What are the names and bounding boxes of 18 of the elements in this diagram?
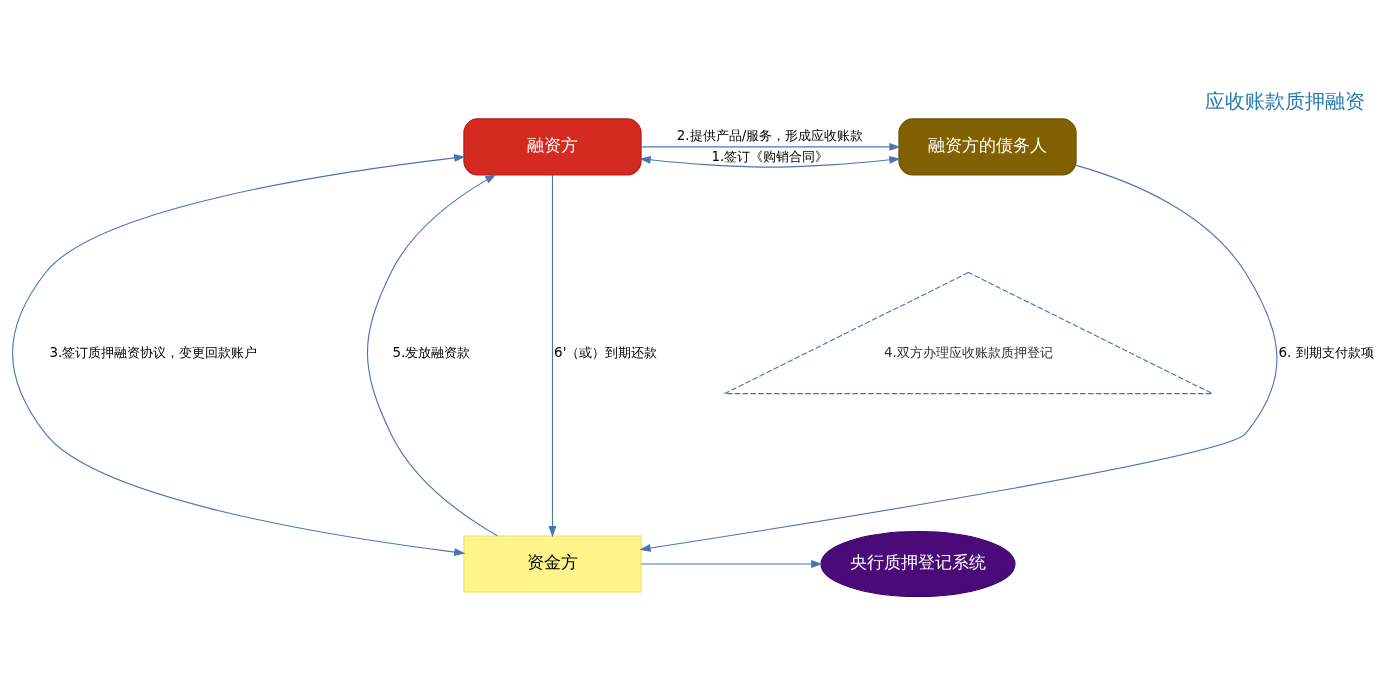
arrow	[639, 164, 1278, 552]
edge-label: 6. 到期支付款项	[1278, 344, 1374, 360]
arrow	[640, 560, 823, 568]
edge-label: 5.发放融资款	[392, 344, 471, 360]
diagram-title: 应收账款质押融资	[1205, 89, 1366, 114]
node-box: 融资方	[463, 118, 642, 176]
edge-label: 3.签订质押融资协议，变更回款账户	[49, 344, 258, 360]
node-ellipse: 央行质押登记系统	[820, 530, 1016, 598]
arrow	[641, 143, 901, 151]
arrow	[639, 155, 901, 168]
edge-label: 6'（或）到期还款	[554, 344, 658, 360]
arrow	[12, 154, 466, 556]
node-box: 资金方	[463, 535, 642, 593]
arrow	[366, 174, 498, 537]
node-box: 融资方的债务人	[898, 118, 1077, 176]
arrow	[548, 174, 557, 538]
edge-label: 1.签订《购销合同》	[711, 149, 829, 165]
edge-label: 2.提供产品/服务，形成应收账款	[676, 127, 864, 143]
